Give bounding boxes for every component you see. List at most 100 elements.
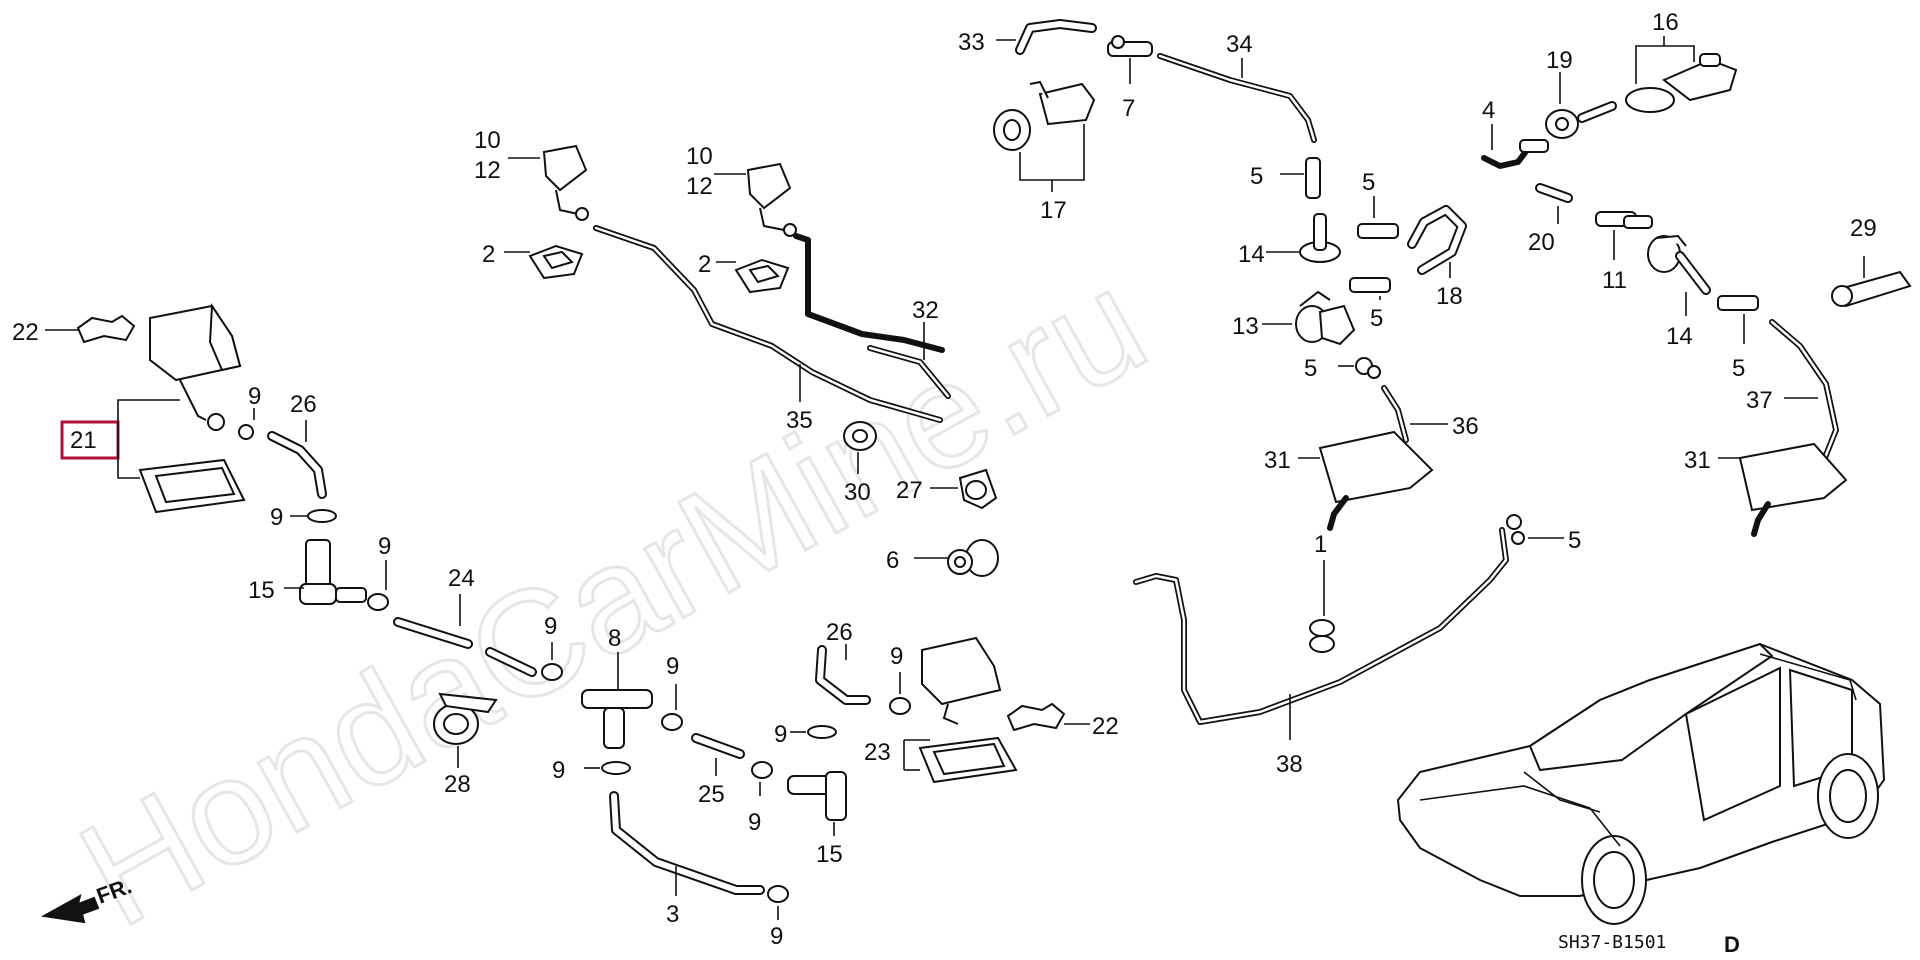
part-15-joint-left [299,539,367,605]
callout-12-b: 12 [686,173,713,200]
part-5-fitting-e [1506,514,1525,545]
callout-25: 25 [698,781,725,808]
callout-9-h: 9 [770,923,783,950]
callout-9-f: 9 [552,757,565,784]
callout-12-a: 12 [474,157,501,184]
callout-31-b: 31 [1684,447,1711,474]
callout-9-c: 9 [378,533,391,560]
callout-5-d: 5 [1304,355,1317,382]
callout-9-a: 9 [248,383,261,410]
callout-14-a: 14 [1238,241,1265,268]
part-2-grommet-a [528,244,584,280]
part-9-clamp-d [541,663,563,681]
part-21-pad [138,458,246,514]
callout-5-a: 5 [1250,163,1263,190]
callout-9-i: 9 [890,643,903,670]
callout-26-right: 26 [826,619,853,646]
part-1-clip [1309,619,1335,653]
car-outline-illustration [1396,642,1886,925]
part-5-fitting-d [1355,357,1381,379]
callout-17: 17 [1040,197,1067,224]
callout-9-j: 9 [774,721,787,748]
part-27-clip [958,468,998,510]
callout-27: 27 [896,477,923,504]
callout-9-b: 9 [270,504,283,531]
callout-16: 16 [1652,9,1679,36]
callout-5-e: 5 [1568,527,1581,554]
callout-32: 32 [912,297,939,324]
part-30-clip [843,421,877,451]
callout-9-d: 9 [544,613,557,640]
part-32-tube [793,233,945,353]
callout-26-left: 26 [290,391,317,418]
callout-7: 7 [1122,95,1135,122]
part-14-check-valve-a [1299,213,1341,263]
part-28-clip [433,692,498,745]
callout-23: 23 [864,739,891,766]
part-9-clamp-j [807,725,837,739]
part-11-joint [1595,211,1653,229]
part-23-reservoir-right [921,636,1002,725]
callout-3: 3 [666,901,679,928]
part-19-bushing [1545,101,1617,139]
part-9-clamp-h [767,885,789,903]
part-22-bracket-right [1006,702,1066,732]
callout-33: 33 [958,29,985,56]
callout-36: 36 [1452,413,1479,440]
callout-20: 20 [1528,229,1555,256]
part-9-clamp-c [367,593,389,611]
callout-34: 34 [1226,31,1253,58]
callout-10-b: 10 [686,143,713,170]
part-9-clamp-g [751,761,773,779]
callout-2-a: 2 [482,241,495,268]
callout-31-a: 31 [1264,447,1291,474]
part-2-grommet-b [734,258,790,294]
callout-5-c: 5 [1370,305,1383,332]
callout-38: 38 [1276,751,1303,778]
callout-22-left: 22 [12,319,39,346]
part-10-nozzle-a [542,144,589,221]
part-9-clamp-i [889,697,911,715]
part-5-fitting-a [1305,157,1321,199]
callout-28: 28 [444,771,471,798]
revision-letter: D [1724,932,1740,957]
callout-29: 29 [1850,215,1877,242]
part-31-pad-a [1318,430,1434,531]
part-5-fitting-c [1349,277,1391,293]
part-26-hose-right [815,645,871,705]
part-16-nozzle [1625,53,1738,113]
part-31-pad-b [1738,442,1848,537]
part-9-clamp-b [307,509,337,523]
callout-22-right: 22 [1092,713,1119,740]
callout-5-b: 5 [1362,169,1375,196]
part-5-fitting-b [1357,223,1399,239]
callout-1: 1 [1314,531,1327,558]
callout-14-b: 14 [1666,323,1693,350]
callout-37: 37 [1746,387,1773,414]
callout-35: 35 [786,407,813,434]
part-10-nozzle-b [746,162,797,237]
callout-21: 21 [70,427,97,454]
part-14-check-valve-b [1647,234,1711,295]
part-9-clamp-a [238,424,254,440]
callout-11: 11 [1602,267,1627,294]
callout-8: 8 [608,625,621,652]
diagram-reference-code: SH37-B1501 [1558,932,1666,953]
callout-6: 6 [886,547,899,574]
part-7-connector [1107,35,1153,57]
part-9-clamp-e [661,713,683,731]
callout-4: 4 [1482,97,1495,124]
part-22-bracket-left [76,314,136,344]
callout-2-b: 2 [698,251,711,278]
part-9-clamp-f [601,761,631,775]
callout-5-f: 5 [1732,355,1745,382]
callout-9-e: 9 [666,653,679,680]
part-29-clip [1831,270,1912,308]
part-8-tee [581,689,653,749]
part-17-pump-motor [993,80,1096,151]
callout-30: 30 [844,479,871,506]
callout-9-g: 9 [748,809,761,836]
callout-15-right: 15 [816,841,843,868]
